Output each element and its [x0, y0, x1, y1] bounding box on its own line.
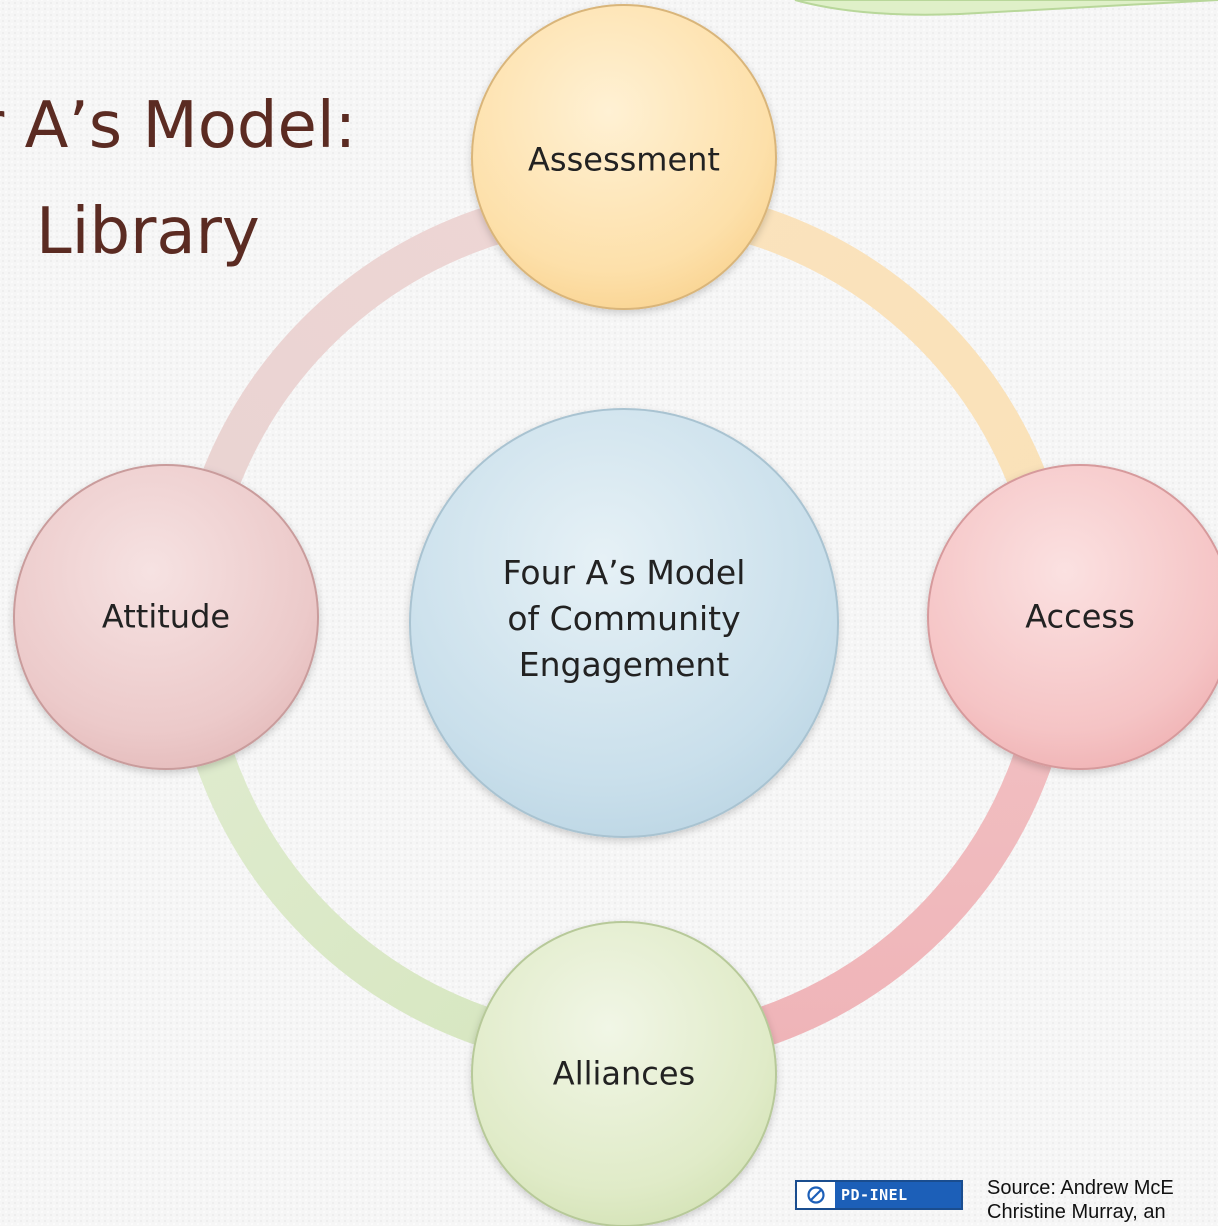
decorative-corner-shape: [794, 0, 1218, 16]
source-credit-line-1: Source: Andrew McE: [987, 1177, 1174, 1199]
public-domain-icon: [797, 1182, 835, 1208]
node-label-attitude: Attitude: [101, 597, 231, 636]
node-label-alliances: Alliances: [552, 1054, 696, 1093]
center-node-label: Four A’s Model of Community Engagement: [502, 553, 746, 684]
license-label: PD-INEL: [835, 1182, 961, 1208]
source-credit-line-2: Christine Murray, an: [987, 1201, 1166, 1223]
node-label-assessment: Assessment: [528, 140, 720, 179]
node-access-circle: [927, 464, 1218, 770]
node-alliances-circle: [471, 921, 777, 1226]
node-assessment-circle: [471, 4, 777, 310]
node-attitude-circle: [13, 464, 319, 770]
source-credit: Source: Andrew McE Christine Murray, an: [987, 1176, 1174, 1224]
node-label-access: Access: [1025, 597, 1135, 636]
page-title-line-2: Library: [36, 195, 260, 269]
license-badge[interactable]: PD-INEL: [795, 1180, 963, 1210]
node-center-circle: [409, 408, 839, 838]
page-title-line-1: r A’s Model:: [0, 89, 357, 163]
